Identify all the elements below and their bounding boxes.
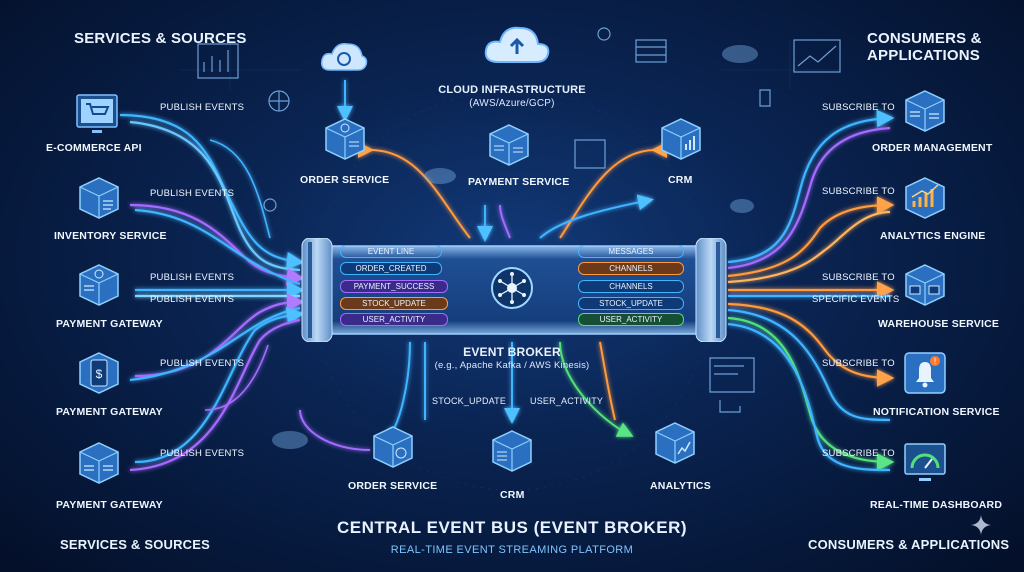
top-service-label-payment: PAYMENT SERVICE [468,176,570,188]
cart-icon [74,90,120,136]
consumer-action-notification: SUBSCRIBE TO [822,358,895,369]
channel-order-created: ORDER_CREATED [340,262,442,275]
consumer-action-warehouse-a: SUBSCRIBE TO [822,272,895,283]
cloud-infrastructure-icon [480,20,554,70]
channel-stock-update-out: STOCK_UPDATE [578,297,684,310]
source-action-ecommerce: PUBLISH EVENTS [160,102,245,113]
order-service-icon [322,116,368,162]
bottom-service-label-analytics: ANALYTICS [650,480,711,492]
source-action-payment-2: PUBLISH EVENTS [160,358,245,369]
consumer-label-order-management: ORDER MANAGEMENT [872,142,993,154]
sync-cloud-icon [318,38,370,76]
channel-channels-2: CHANNELS [578,280,684,293]
source-action-inventory: PUBLISH EVENTS [150,188,235,199]
channel-channels-1: CHANNELS [578,262,684,275]
source-action-payment-3: PUBLISH EVENTS [160,448,245,459]
payment-service-icon [486,122,532,168]
top-service-label-crm: CRM [668,174,693,186]
channel-user-activity: USER_ACTIVITY [340,313,448,326]
channel-user-activity-out: USER_ACTIVITY [578,313,684,326]
source-label-payment-gateway-1: PAYMENT GATEWAY [56,318,163,330]
dashboard-icon [902,440,948,486]
svg-text:$: $ [96,367,103,381]
crm-service-icon [658,116,704,162]
server-cube-icon [76,175,122,221]
crm-service-icon [489,428,535,474]
consumer-action-dashboard: SUBSCRIBE TO [822,448,895,459]
consumer-action-warehouse-b: SPECIFIC EVENTS [812,294,900,305]
header-services-sources: SERVICES & SOURCES [74,30,247,47]
analytics-service-icon [652,420,698,466]
cloud-infrastructure-title: CLOUD INFRASTRUCTURE [438,84,586,96]
source-label-payment-gateway-3: PAYMENT GATEWAY [56,499,163,511]
bottom-service-label-order: ORDER SERVICE [348,480,438,492]
footer-subtitle: REAL-TIME EVENT STREAMING PLATFORM [390,544,634,556]
channel-messages: MESSAGES [578,245,684,258]
event-broker-label: EVENT BROKER [463,345,561,359]
header-consumers-applications: CONSUMERS & APPLICATIONS [867,30,982,64]
decor-icons [197,27,841,413]
source-action-payment-1b: PUBLISH EVENTS [150,294,235,305]
footer-services-sources: SERVICES & SOURCES [60,537,211,552]
warehouse-cube-icon [902,262,948,308]
bottom-service-label-crm: CRM [500,489,525,501]
source-action-payment-1a: PUBLISH EVENTS [150,272,235,283]
consumer-label-analytics-engine: ANALYTICS ENGINE [880,230,986,242]
server-cube-icon [76,262,122,308]
bell-icon: ! [902,350,948,396]
chart-cube-icon [902,175,948,221]
channel-event-line: EVENT LINE [340,245,442,258]
server-cube-icon [76,440,122,486]
cloud-infrastructure-subtitle: (AWS/Azure/GCP) [469,98,555,109]
top-service-label-order: ORDER SERVICE [300,174,390,186]
order-service-icon [370,424,416,470]
consumer-label-notification-service: NOTIFICATION SERVICE [873,406,1000,418]
channel-stock-update: STOCK_UPDATE [340,297,448,310]
sparkle-icon [970,514,992,536]
source-label-inventory: INVENTORY SERVICE [54,230,167,242]
out-label-stock-update: STOCK_UPDATE [432,396,507,406]
source-label-payment-gateway-2: PAYMENT GATEWAY [56,406,163,418]
consumer-label-warehouse-service: WAREHOUSE SERVICE [878,318,1000,330]
footer-consumers-applications: CONSUMERS & APPLICATIONS [808,537,1010,552]
server-cube-icon [902,88,948,134]
channel-payment-success: PAYMENT_SUCCESS [340,280,448,293]
dollar-phone-icon: $ [76,350,122,396]
out-label-user-activity: USER_ACTIVITY [530,396,604,406]
source-label-ecommerce: E-COMMERCE API [46,142,142,154]
consumer-action-order-management: SUBSCRIBE TO [822,102,895,113]
consumer-label-realtime-dashboard: REAL-TIME DASHBOARD [870,499,1003,511]
footer-title: CENTRAL EVENT BUS (EVENT BROKER) [336,518,688,537]
svg-text:!: ! [934,357,936,366]
consumer-action-analytics-engine: SUBSCRIBE TO [822,186,895,197]
event-broker-sublabel: (e.g., Apache Kafka / AWS Kinesis) [434,360,590,371]
